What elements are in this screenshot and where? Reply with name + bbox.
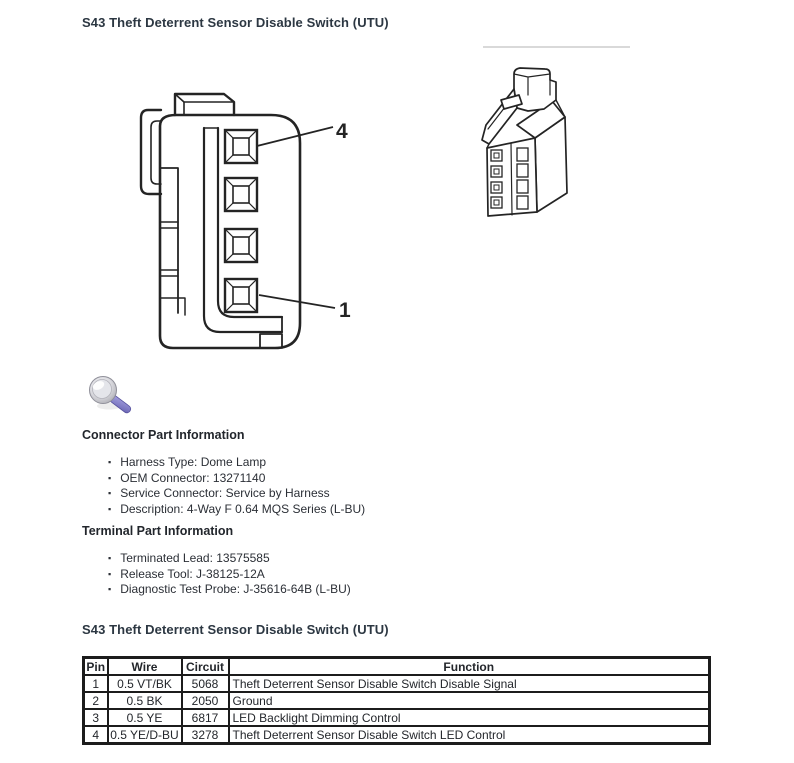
- table-row: 2 0.5 BK 2050 Ground: [82, 691, 711, 710]
- wire-cell: 0.5 BK: [106, 691, 183, 710]
- terminal-cavity-2: [223, 227, 259, 264]
- terminal-info-list: Terminated Lead: 13575585 Release Tool: …: [108, 551, 351, 598]
- table-row: 1 0.5 VT/BK 5068 Theft Deterrent Sensor …: [82, 674, 711, 693]
- pin-1-label: 1: [339, 299, 351, 322]
- circuit-cell: 6817: [180, 708, 230, 727]
- function-cell: Theft Deterrent Sensor Disable Switch LE…: [227, 725, 711, 745]
- leader-line-pin4: [256, 126, 334, 147]
- pin-cell: 4: [82, 725, 109, 745]
- pin-cell: 3: [82, 708, 109, 727]
- connector-info-heading: Connector Part Information: [82, 428, 245, 442]
- connector-info-list: Harness Type: Dome Lamp OEM Connector: 1…: [108, 455, 365, 517]
- terminal-cavity-1: [223, 277, 259, 314]
- wire-cell: 0.5 VT/BK: [106, 674, 183, 693]
- lens-highlight: [92, 381, 105, 390]
- connector-front-view-diagram: 4 1: [139, 92, 351, 350]
- wire-cell: 0.5 YE: [106, 708, 183, 727]
- iso-cavity-squares: [490, 149, 503, 209]
- pin-table: Pin Wire Circuit Function 1 0.5 VT/BK 50…: [82, 656, 711, 745]
- list-item: OEM Connector: 13271140: [108, 471, 365, 487]
- pin-cell: 1: [82, 674, 109, 693]
- function-cell: Theft Deterrent Sensor Disable Switch Di…: [227, 674, 711, 693]
- terminal-cavity-3: [223, 176, 259, 213]
- col-header-wire: Wire: [106, 656, 183, 676]
- image-edge-line: [483, 46, 630, 48]
- col-header-circuit: Circuit: [180, 656, 230, 676]
- terminal-cavities: [223, 128, 259, 314]
- function-cell: LED Backlight Dimming Control: [227, 708, 711, 727]
- pin-table-title: S43 Theft Deterrent Sensor Disable Switc…: [82, 622, 389, 637]
- iso-cavity-slots: [516, 147, 529, 210]
- circuit-cell: 5068: [180, 674, 230, 693]
- col-header-function: Function: [227, 656, 711, 676]
- function-cell: Ground: [227, 691, 711, 710]
- connector-isometric-view-diagram: [481, 67, 568, 217]
- terminal-info-heading: Terminal Part Information: [82, 524, 234, 538]
- table-row: 3 0.5 YE 6817 LED Backlight Dimming Cont…: [82, 708, 711, 727]
- circuit-cell: 2050: [180, 691, 230, 710]
- table-header-row: Pin Wire Circuit Function: [82, 656, 711, 676]
- circuit-cell: 3278: [180, 725, 230, 745]
- list-item: Diagnostic Test Probe: J-35616-64B (L-BU…: [108, 582, 351, 598]
- wire-cell: 0.5 YE/D-BU: [106, 725, 183, 745]
- leader-line-pin1: [258, 294, 336, 309]
- pin-cell: 2: [82, 691, 109, 710]
- list-item: Harness Type: Dome Lamp: [108, 455, 365, 471]
- table-row: 4 0.5 YE/D-BU 3278 Theft Deterrent Senso…: [82, 725, 711, 745]
- terminal-cavity-4: [223, 128, 259, 165]
- list-item: Release Tool: J-38125-12A: [108, 567, 351, 583]
- page-title: S43 Theft Deterrent Sensor Disable Switc…: [82, 15, 389, 30]
- col-header-pin: Pin: [82, 656, 109, 676]
- list-item: Service Connector: Service by Harness: [108, 486, 365, 502]
- magnifier-icon[interactable]: [82, 374, 138, 420]
- pin-4-label: 4: [336, 120, 348, 143]
- list-item: Description: 4-Way F 0.64 MQS Series (L-…: [108, 502, 365, 518]
- list-item: Terminated Lead: 13575585: [108, 551, 351, 567]
